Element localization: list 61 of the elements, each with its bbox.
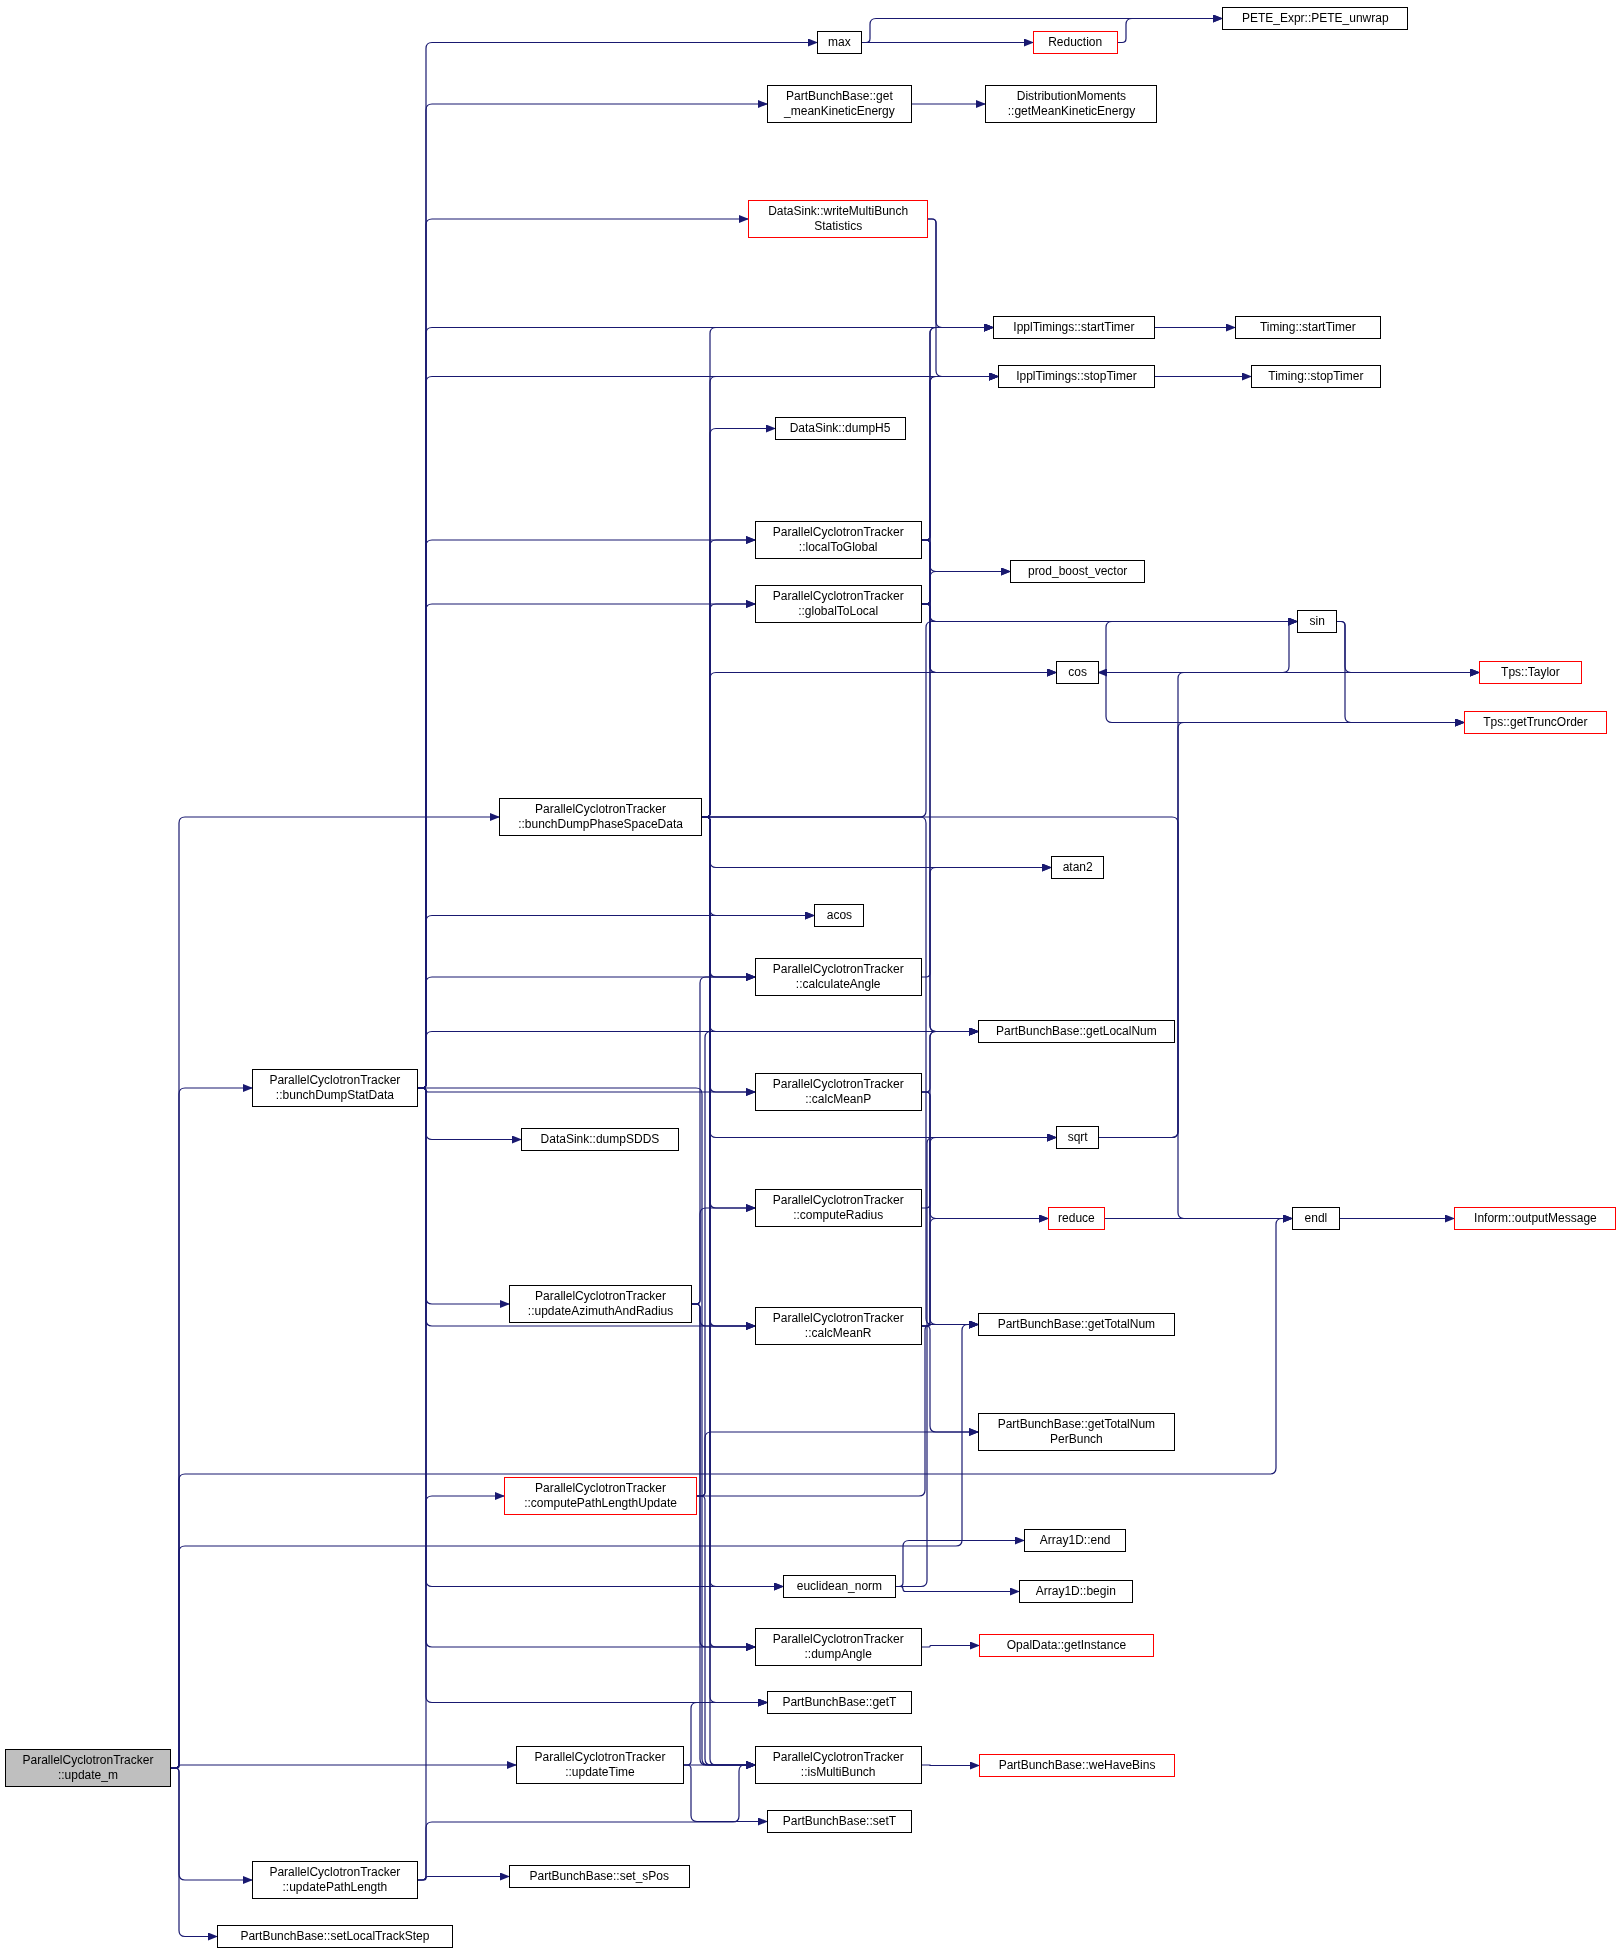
function-box: Array1D::end [1024, 1529, 1127, 1553]
function-box: DistributionMoments ::getMeanKineticEnergy [985, 84, 1158, 123]
function-box: ParallelCyclotronTracker ::calcMeanR [754, 1307, 922, 1346]
function-box: ParallelCyclotronTracker ::dumpAngle [754, 1627, 922, 1666]
function-box: ParallelCyclotronTracker ::calculateAngle [754, 957, 922, 996]
call-arrow [1154, 372, 1252, 381]
function-box: PartBunchBase::set_sPos [508, 1864, 690, 1888]
function-box: sqrt [1056, 1126, 1099, 1150]
function-box: DataSink::dumpH5 [774, 416, 906, 440]
call-arrow [921, 1641, 980, 1650]
function-box: acos [814, 904, 865, 928]
function-box: PETE_Expr::PETE_unwrap [1222, 7, 1409, 31]
call-arrow [1104, 1214, 1293, 1223]
function-box: PartBunchBase::get _meanKineticEnergy [767, 84, 912, 123]
function-box: ParallelCyclotronTracker ::bunchDumpStatData [251, 1068, 418, 1107]
function-box: reduce [1047, 1207, 1106, 1231]
function-box: atan2 [1051, 855, 1104, 879]
call-arrow [1338, 1214, 1455, 1223]
call-arrow [1154, 323, 1236, 332]
function-box: ParallelCyclotronTracker ::globalToLocal [754, 585, 922, 623]
function-box: Inform::outputMessage [1454, 1207, 1617, 1231]
function-box: Timing::stopTimer [1251, 365, 1381, 389]
function-box: ParallelCyclotronTracker ::updatePathLength [251, 1860, 418, 1899]
function-box: PartBunchBase::getTotalNum [977, 1313, 1175, 1337]
function-box: IpplTimings::stopTimer [997, 365, 1155, 389]
function-box: PartBunchBase::setLocalTrackStep [217, 1924, 453, 1948]
function-box: OpalData::getInstance [979, 1633, 1154, 1657]
function-box: cos [1056, 661, 1099, 685]
function-box: Array1D::begin [1019, 1580, 1133, 1604]
function-box: DataSink::writeMultiBunch Statistics [748, 199, 928, 238]
function-box: IpplTimings::startTimer [992, 315, 1155, 339]
function-box: Tps::Taylor [1479, 661, 1582, 685]
function-box: max [816, 31, 862, 55]
function-box: ParallelCyclotronTracker ::update_m [5, 1748, 171, 1787]
function-box: ParallelCyclotronTracker ::computePathLengthUpdate [503, 1476, 698, 1515]
function-box: ParallelCyclotronTracker ::updateAzimuthAndRadius [508, 1284, 693, 1323]
function-box: PartBunchBase::setT [767, 1809, 912, 1833]
function-box: sin [1297, 609, 1338, 633]
function-box: DataSink::dumpSDDS [521, 1127, 679, 1151]
call-arrow [921, 1761, 980, 1770]
call-arrow [921, 863, 1052, 978]
function-box: Reduction [1032, 31, 1118, 55]
call-arrow [911, 100, 986, 108]
call-arrow [417, 1761, 756, 1881]
function-box: PartBunchBase::weHaveBins [979, 1753, 1175, 1777]
function-box: PartBunchBase::getT [767, 1691, 912, 1715]
function-box: Timing::startTimer [1234, 315, 1381, 339]
function-box: endl [1292, 1207, 1340, 1231]
function-box: Tps::getTruncOrder [1464, 710, 1607, 734]
function-box: ParallelCyclotronTracker ::updateTime [516, 1746, 684, 1785]
function-box: euclidean_norm [783, 1575, 896, 1599]
function-box: ParallelCyclotronTracker ::bunchDumpPhaseSpaceData [498, 798, 703, 837]
call-arrow [682, 1764, 768, 1826]
function-box: ParallelCyclotronTracker ::localToGlobal [754, 521, 922, 560]
function-box: PartBunchBase::getLocalNum [977, 1020, 1175, 1044]
function-box: ParallelCyclotronTracker ::computeRadius [754, 1188, 922, 1227]
call-arrow [1117, 14, 1223, 44]
function-box: prod_boost_vector [1010, 560, 1145, 584]
function-box: ParallelCyclotronTracker ::calcMeanP [754, 1072, 922, 1111]
function-box: PartBunchBase::getTotalNum PerBunch [977, 1413, 1175, 1452]
function-box: ParallelCyclotronTracker ::isMultiBunch [754, 1746, 922, 1785]
